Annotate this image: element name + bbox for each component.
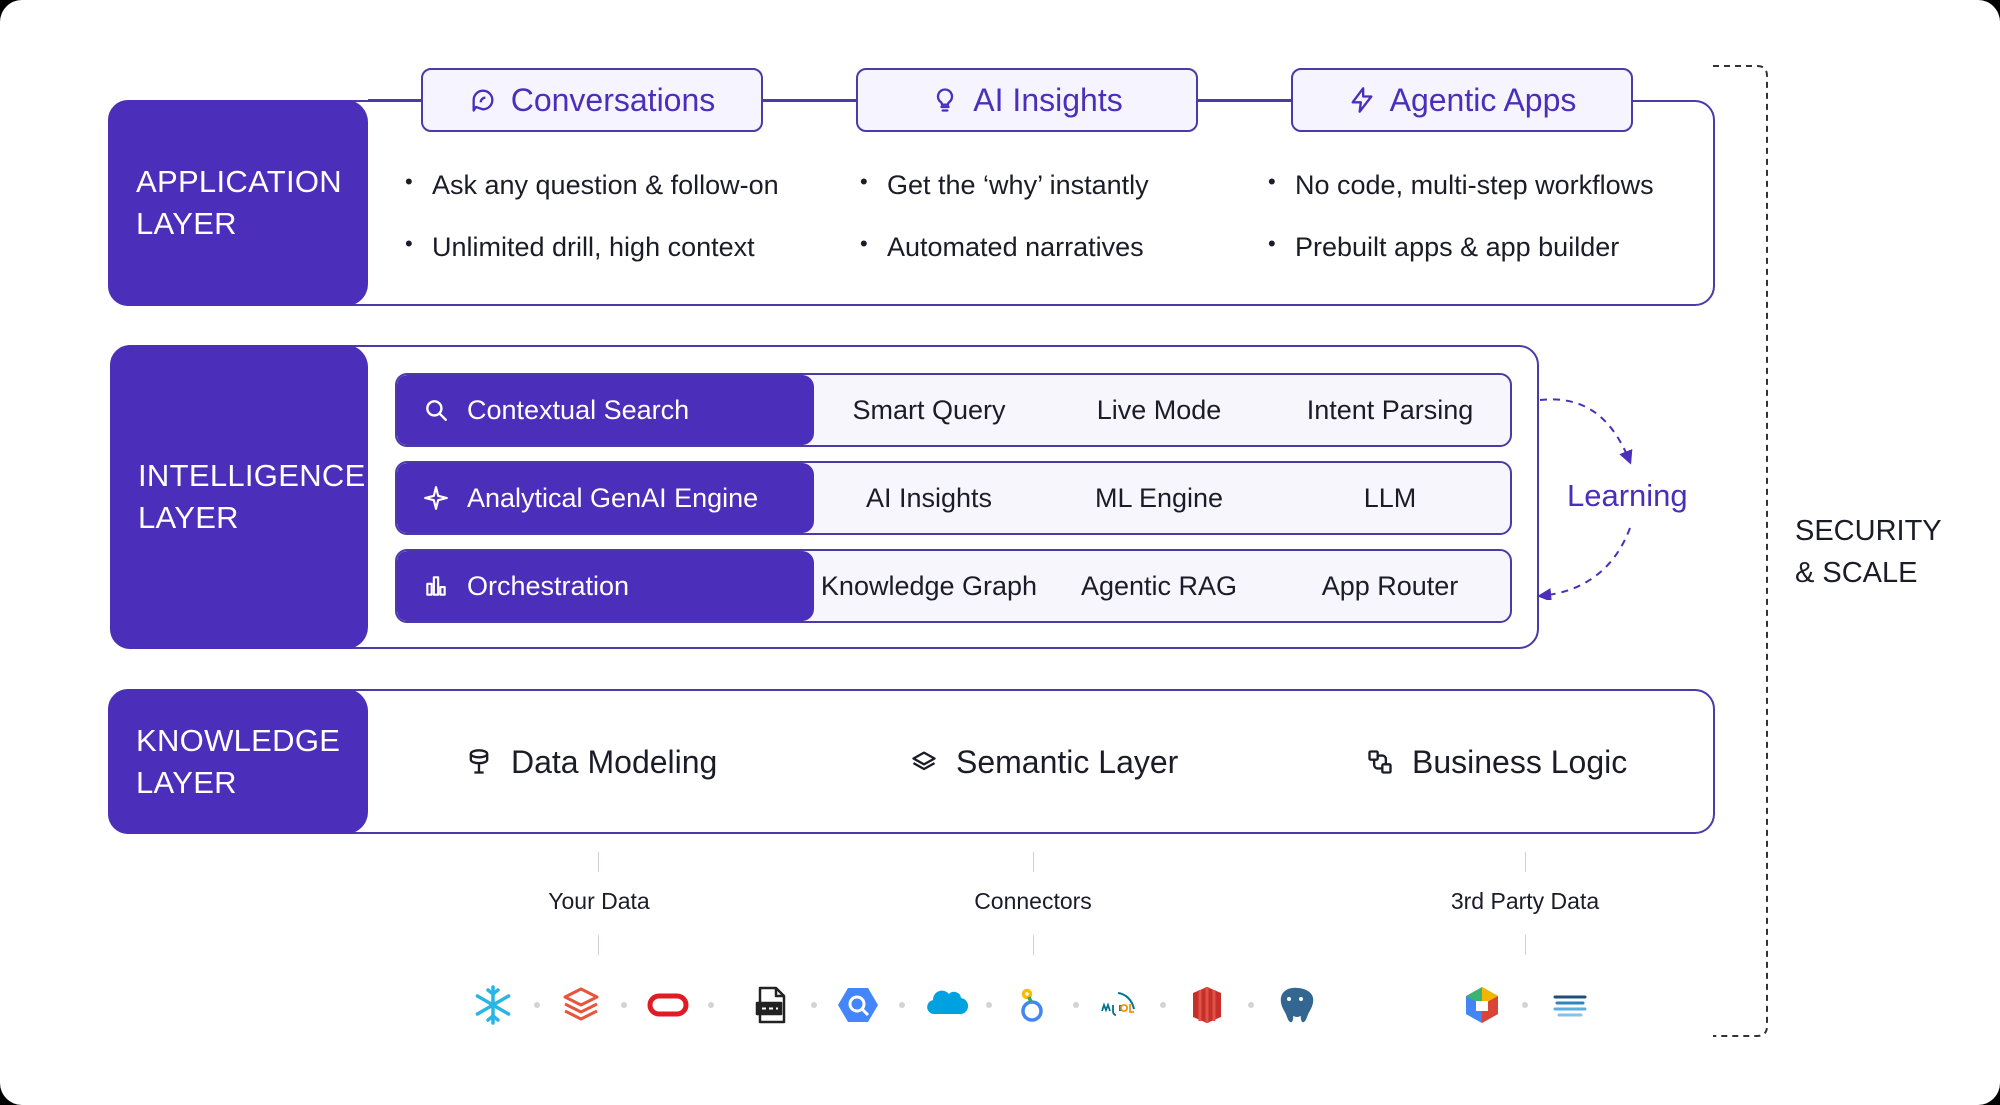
app-bullet-5: No code, multi-step workflows <box>1268 169 1654 201</box>
mysql-logo-icon <box>1101 992 1135 1016</box>
databricks-logo-icon <box>563 987 599 1021</box>
cell-ml-engine: ML Engine <box>1094 482 1224 513</box>
separator-dot <box>811 1002 817 1008</box>
sparkle-icon <box>424 486 448 510</box>
cell-app-router: App Router <box>1321 570 1459 601</box>
amazon-s3-logo-icon <box>1193 987 1221 1023</box>
cell-live-mode: Live Mode <box>1096 394 1222 425</box>
tab-conversations[interactable]: Conversations <box>421 68 763 132</box>
app-bullet-4: Automated narratives <box>860 231 1144 263</box>
tab-ai-insights[interactable]: AI Insights <box>856 68 1198 132</box>
security-bracket <box>1713 65 1768 1037</box>
source-label-third-party: 3rd Party Data <box>1450 888 1600 914</box>
salesforce-logo-icon <box>927 990 968 1015</box>
row-head-contextual-search[interactable]: Contextual Search <box>397 375 814 445</box>
looker-logo-icon <box>1021 988 1043 1022</box>
knowledge-item-data-modeling: Data Modeling <box>465 742 717 782</box>
bigquery-logo-icon <box>838 988 878 1022</box>
intelligence-row-orchestration: Orchestration Knowledge Graph Agentic RA… <box>395 549 1512 623</box>
knowledge-layer-label: KNOWLEDGE LAYER <box>108 689 368 834</box>
separator-dot <box>1522 1002 1528 1008</box>
tab-agentic-apps[interactable]: Agentic Apps <box>1291 68 1633 132</box>
separator-dot <box>1248 1002 1254 1008</box>
cell-agentic-rag: Agentic RAG <box>1080 570 1238 601</box>
separator-dot <box>986 1002 992 1008</box>
cell-llm: LLM <box>1363 482 1417 513</box>
app-bullet-2: Unlimited drill, high context <box>405 231 755 263</box>
intelligence-row-genai-engine: Analytical GenAI Engine AI Insights ML E… <box>395 461 1512 535</box>
tick-your-data-bottom <box>598 935 599 955</box>
oracle-logo-icon <box>647 993 689 1017</box>
semantic-model-logo-icon <box>1553 995 1587 1017</box>
cell-ai-insights: AI Insights <box>865 482 993 513</box>
cell-intent-parsing: Intent Parsing <box>1306 394 1474 425</box>
cell-knowledge-graph: Knowledge Graph <box>820 570 1038 601</box>
learning-label: Learning <box>1567 478 1688 513</box>
tick-third-party-bottom <box>1525 935 1526 955</box>
bar-chart-icon <box>426 576 446 596</box>
database-icon <box>469 749 489 774</box>
intelligence-layer-label: INTELLIGENCE LAYER <box>110 345 368 649</box>
tick-third-party-top <box>1525 852 1526 872</box>
tick-your-data-top <box>598 852 599 872</box>
learning-loop-arrows <box>1537 398 1633 600</box>
knowledge-layer-panel <box>108 689 1715 834</box>
row-head-genai-engine[interactable]: Analytical GenAI Engine <box>397 463 814 533</box>
separator-dot <box>621 1002 627 1008</box>
tick-connectors-bottom <box>1033 935 1034 955</box>
snowflake-logo-icon <box>475 985 511 1025</box>
application-layer-label: APPLICATION LAYER <box>108 100 368 306</box>
separator-dot <box>1160 1002 1166 1008</box>
knowledge-item-semantic-layer: Semantic Layer <box>910 742 1178 782</box>
csv-file-icon <box>755 986 786 1024</box>
lightning-bolt-icon <box>1351 87 1373 113</box>
separator-dot <box>899 1002 905 1008</box>
app-bullet-3: Get the ‘why’ instantly <box>860 169 1149 201</box>
chat-bubble-icon <box>472 89 494 112</box>
knowledge-item-business-logic: Business Logic <box>1366 742 1627 782</box>
separator-dot <box>534 1002 540 1008</box>
security-scale-label: SECURITY & SCALE <box>1795 515 1942 589</box>
tick-connectors-top <box>1033 852 1034 872</box>
row-head-orchestration[interactable]: Orchestration <box>397 551 814 621</box>
layers-icon <box>912 751 936 771</box>
app-bullet-6: Prebuilt apps & app builder <box>1268 231 1619 263</box>
lightbulb-icon <box>937 88 954 112</box>
logic-icon <box>1368 750 1392 774</box>
search-icon <box>426 400 447 421</box>
dbt-logo-icon <box>1466 987 1498 1023</box>
separator-dot <box>708 1002 714 1008</box>
separator-dot <box>1073 1002 1079 1008</box>
postgresql-logo-icon <box>1279 986 1315 1024</box>
cell-smart-query: Smart Query <box>852 394 1006 425</box>
source-label-your-data: Your Data <box>548 888 650 914</box>
app-bullet-1: Ask any question & follow-on <box>405 169 779 201</box>
source-label-connectors: Connectors <box>974 888 1092 914</box>
intelligence-row-contextual-search: Contextual Search Smart Query Live Mode … <box>395 373 1512 447</box>
application-layer-panel <box>108 100 1715 306</box>
